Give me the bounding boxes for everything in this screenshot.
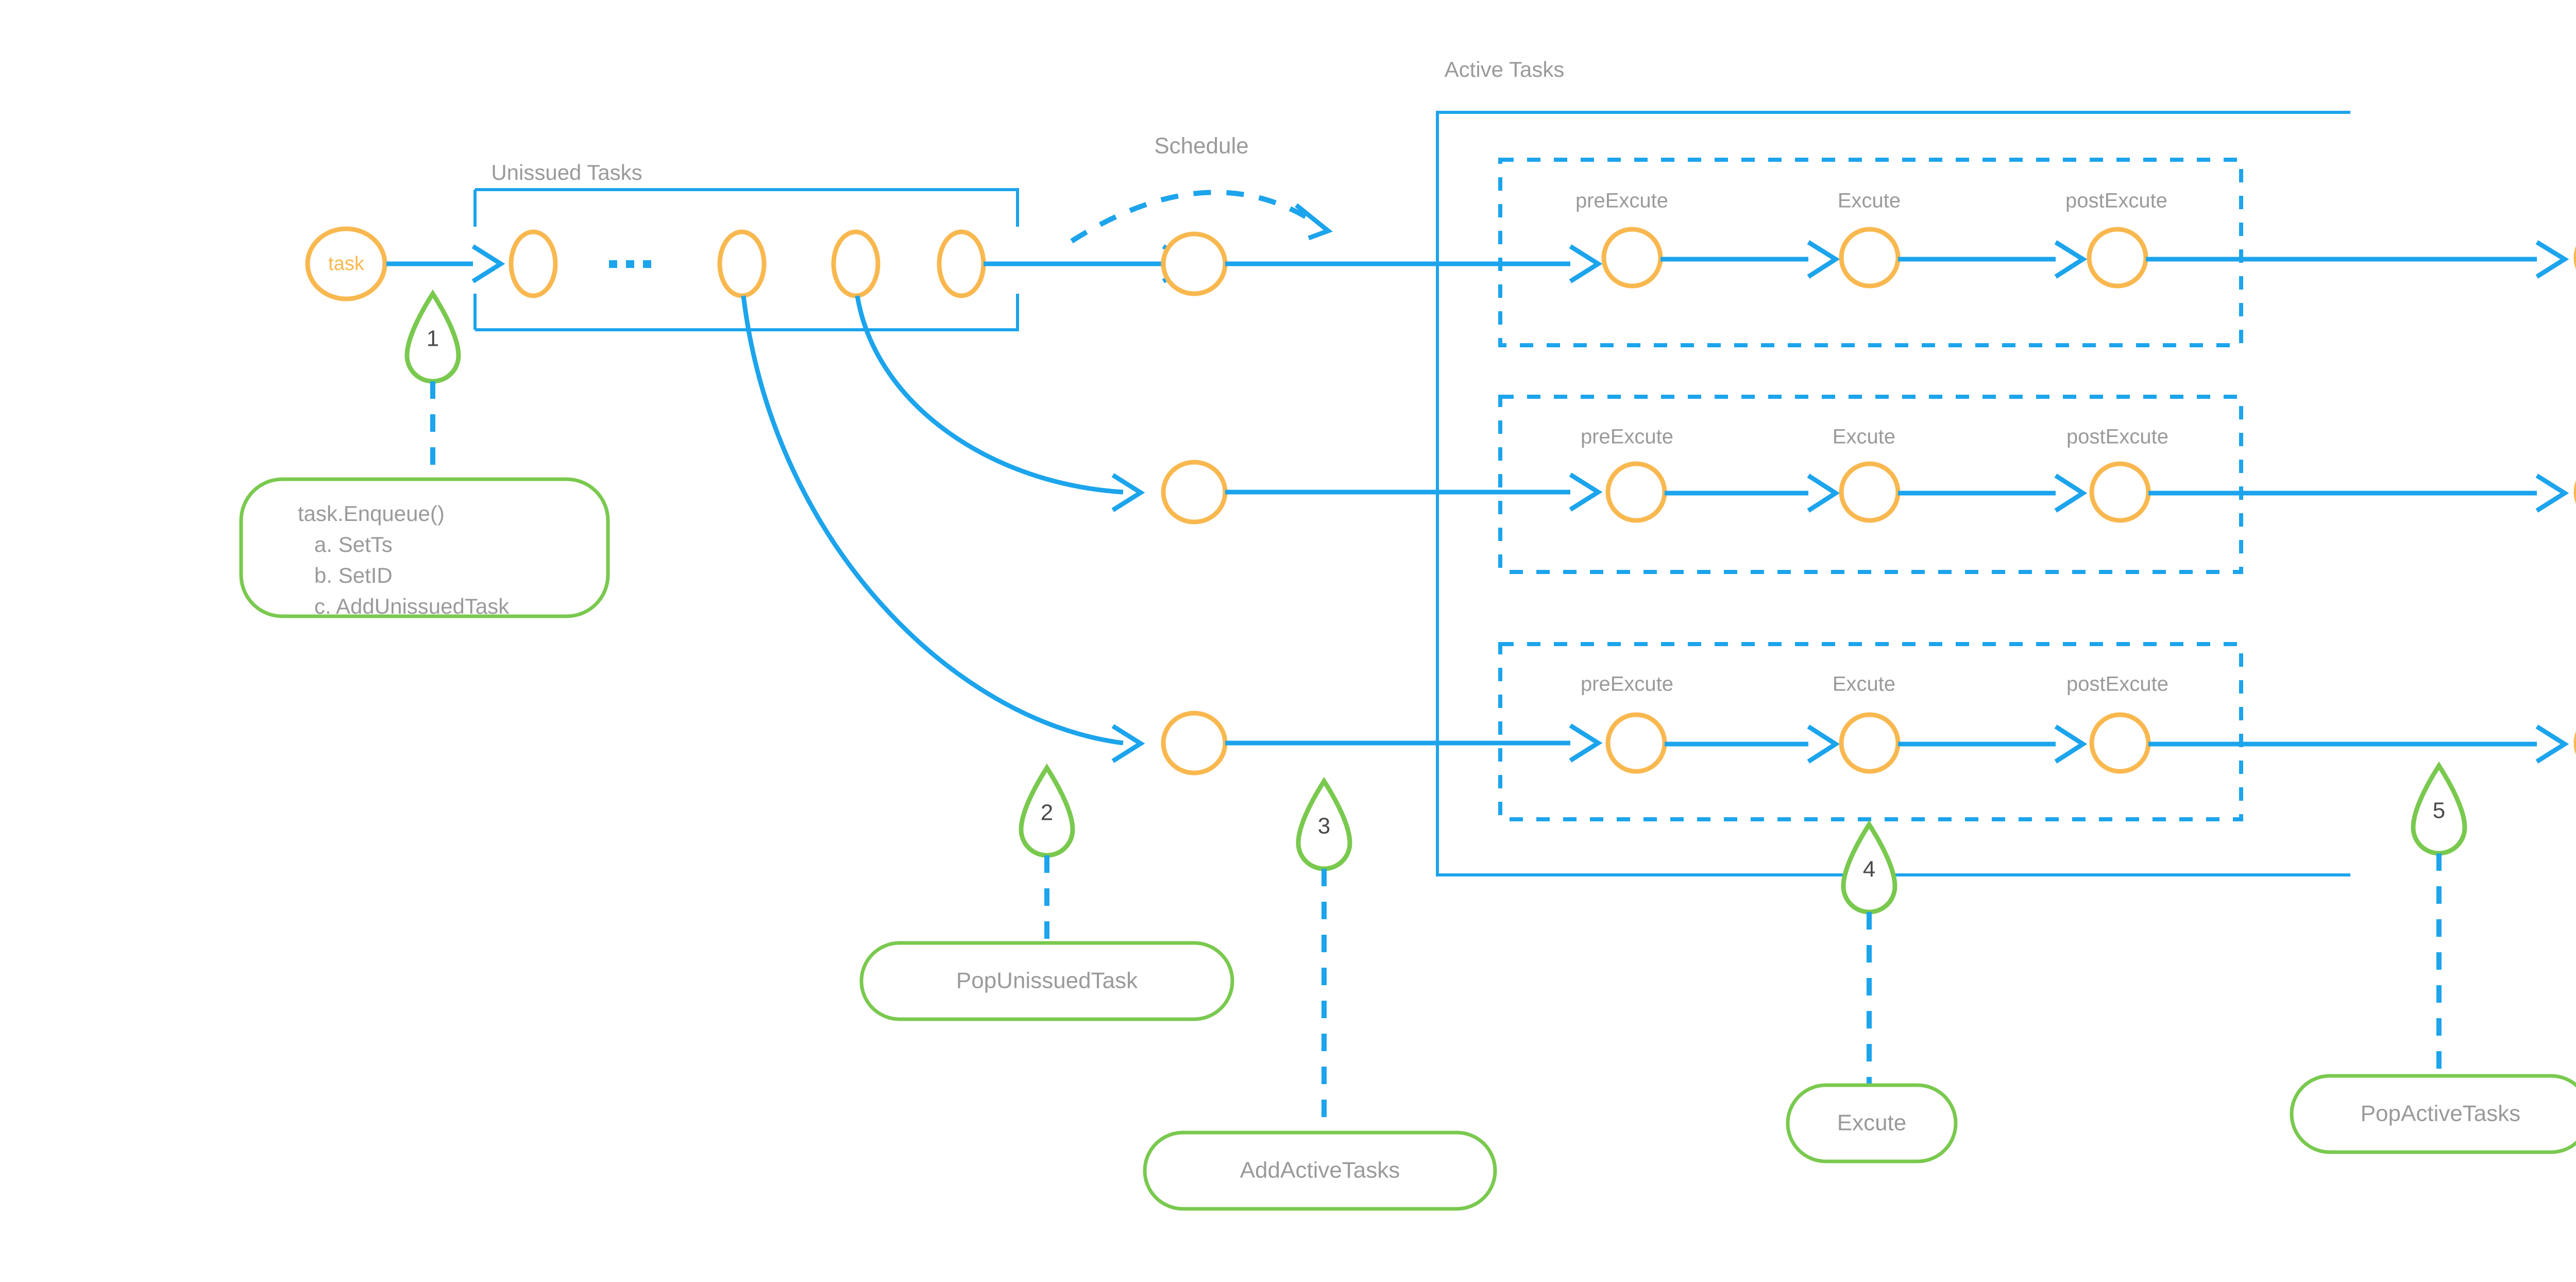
marker-3-number: 3 (1318, 814, 1330, 839)
arrowhead-row1-main (1807, 240, 1840, 279)
node-excute-row1[interactable] (1839, 227, 1901, 289)
arrowhead-row3-post (2054, 724, 2088, 764)
ellipsis-dot-3 (643, 260, 651, 268)
callout-enqueue[interactable] (239, 477, 610, 618)
arrowhead-row1-pre (1569, 244, 1603, 283)
stage-label-post-row1: postExcute (2065, 190, 2167, 212)
marker-1-number: 1 (427, 326, 439, 351)
node-preexcute-row3[interactable] (1605, 712, 1667, 774)
ellipsis-dot-1 (609, 260, 617, 268)
callout-pop-unissued-task-label: PopUnissuedTask (956, 968, 1138, 993)
callout-enqueue-step-c: c. AddUnissuedTask (314, 594, 510, 618)
node-postexcute-row3[interactable] (2089, 712, 2151, 774)
stage-label-main-row2: Excute (1833, 426, 1895, 448)
marker-pin-4[interactable] (1841, 820, 1897, 915)
unissued-bracket-top (473, 188, 1019, 227)
flow-curve-to-row2 (855, 295, 1124, 495)
callout-pop-active-tasks-label: PopActiveTasks (2361, 1101, 2521, 1126)
node-unissued-4[interactable] (937, 229, 986, 298)
node-schedule-row1[interactable] (1161, 231, 1228, 296)
pipeline-box-row2 (1498, 395, 2243, 574)
node-excute-row2[interactable] (1839, 461, 1901, 523)
callout-add-active-tasks[interactable] (1143, 1131, 1497, 1211)
callout-excute-label: Excute (1837, 1110, 1907, 1136)
stage-label-main-row1: Excute (1838, 190, 1901, 212)
arrowhead-row2-terminal (2535, 474, 2569, 513)
pipeline-box-row1 (1498, 158, 2243, 347)
node-unissued-2[interactable] (717, 229, 767, 298)
node-postexcute-row2[interactable] (2089, 461, 2151, 523)
marker-pin-1[interactable] (404, 289, 461, 384)
node-preexcute-row2[interactable] (1605, 461, 1667, 523)
arrowhead-row3-terminal (2535, 724, 2569, 764)
stage-label-pre-row2: preExcute (1581, 426, 1673, 448)
arrowhead-row2-pre (1569, 473, 1603, 512)
arrowhead-row1-post (2054, 240, 2088, 279)
arrowhead-task-to-queue (471, 244, 505, 283)
marker-5-number: 5 (2433, 798, 2445, 823)
callout-enqueue-step-b: b. SetID (314, 563, 393, 587)
arrowhead-row2-post (2054, 474, 2088, 513)
node-task[interactable] (305, 226, 387, 301)
node-schedule-row3[interactable] (1161, 711, 1228, 775)
node-schedule-row2[interactable] (1161, 460, 1228, 525)
schedule-dashed-arc (1070, 190, 1315, 244)
stage-label-post-row3: postExcute (2066, 673, 2168, 696)
node-unissued-1[interactable] (509, 229, 558, 298)
stage-label-pre-row1: preExcute (1575, 190, 1668, 212)
callout-pop-unissued-task[interactable] (859, 941, 1234, 1021)
unissued-bracket-bottom (473, 294, 1019, 331)
callout-excute[interactable] (1786, 1083, 1958, 1163)
flow-curve-to-row3 (741, 295, 1124, 746)
unissued-tasks-group-label: Unissued Tasks (491, 160, 642, 184)
arrowhead-schedule (1295, 203, 1333, 241)
ellipsis-dot-2 (626, 260, 634, 268)
arrowhead-row2-main (1807, 474, 1840, 513)
marker-4-number: 4 (1863, 857, 1875, 882)
stage-label-post-row2: postExcute (2066, 426, 2168, 448)
marker-2-number: 2 (1041, 800, 1053, 825)
arrowhead-row3-pre (1569, 723, 1603, 763)
pipeline-box-row3 (1498, 642, 2243, 821)
arrowhead-row3-entry (1111, 724, 1145, 763)
stage-label-main-row3: Excute (1833, 673, 1895, 696)
node-unissued-3[interactable] (831, 229, 880, 298)
node-task-label: task (328, 253, 365, 275)
marker-pin-2[interactable] (1019, 763, 1075, 858)
schedule-label: Schedule (1154, 133, 1248, 159)
node-excute-row3[interactable] (1839, 712, 1901, 774)
callout-add-active-tasks-label: AddActiveTasks (1240, 1158, 1400, 1183)
callout-enqueue-step-a: a. SetTs (314, 532, 393, 556)
arrowhead-row2-entry (1111, 473, 1145, 512)
arrowhead-row1-terminal (2535, 240, 2569, 279)
marker-pin-5[interactable] (2411, 761, 2467, 856)
callout-pop-active-tasks[interactable] (2290, 1074, 2576, 1154)
marker-pin-3[interactable] (1296, 777, 1352, 871)
stage-label-pre-row3: preExcute (1581, 673, 1673, 696)
node-postexcute-row1[interactable] (2087, 227, 2148, 289)
arrowhead-row3-main (1807, 724, 1840, 764)
callout-enqueue-title: task.Enqueue() (298, 501, 445, 526)
node-preexcute-row1[interactable] (1601, 227, 1663, 289)
active-tasks-group-label: Active Tasks (1445, 57, 1565, 81)
